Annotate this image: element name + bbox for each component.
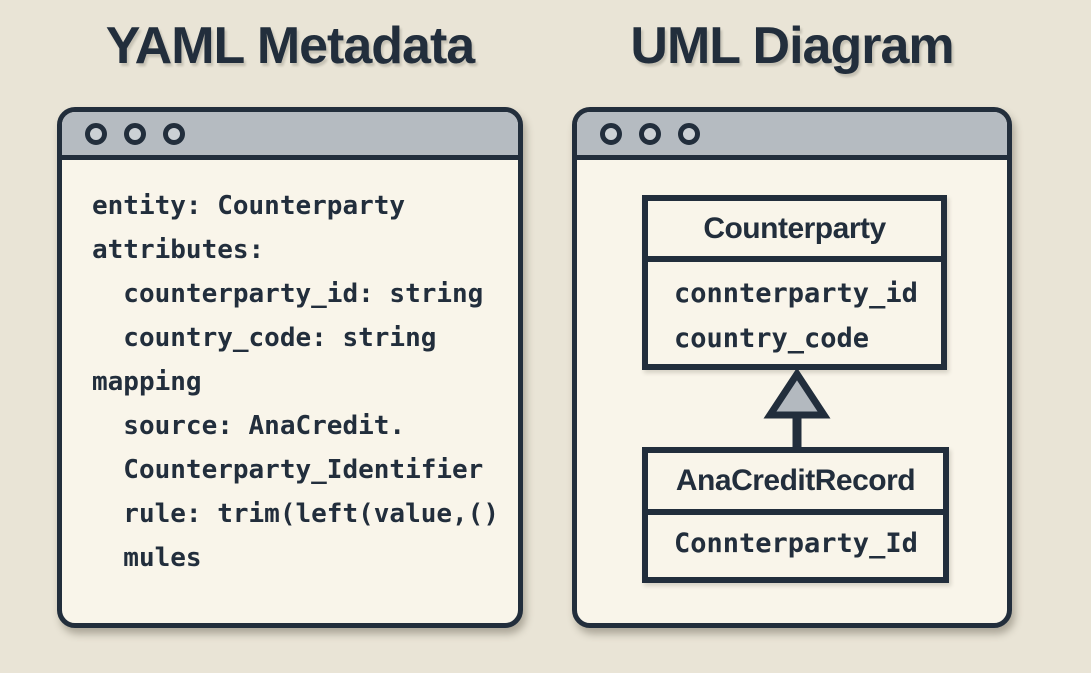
uml-panel-title: UML Diagram xyxy=(630,17,954,75)
uml-class-name: AnaCreditRecord xyxy=(648,453,943,515)
window-dot-icon xyxy=(163,122,185,145)
code-line: attributes: xyxy=(92,235,265,265)
uml-attribute-list: Connterparty_Id xyxy=(648,515,943,571)
code-line: entity: Counterparty xyxy=(92,191,406,221)
uml-attribute-list: connterparty_id country_code xyxy=(648,262,941,361)
uml-window-titlebar xyxy=(577,112,1007,160)
window-dot-icon xyxy=(600,122,622,145)
code-line: rule: trim(left(value,() xyxy=(92,499,499,529)
code-line: country_code: string xyxy=(92,323,437,353)
inheritance-arrow-icon xyxy=(763,370,831,449)
code-line: mapping xyxy=(92,367,202,397)
yaml-code-block: entity: Counterparty attributes: counter… xyxy=(62,160,518,580)
uml-class-counterparty: Counterparty connterparty_id country_cod… xyxy=(642,195,947,370)
code-line: mules xyxy=(92,543,202,573)
yaml-window: entity: Counterparty attributes: counter… xyxy=(57,107,523,628)
code-line: Counterparty_Identifier xyxy=(92,455,484,485)
uml-class-anacreditrecord: AnaCreditRecord Connterparty_Id xyxy=(642,447,949,583)
uml-attribute: Connterparty_Id xyxy=(674,527,918,559)
window-dot-icon xyxy=(639,122,661,145)
code-line: source: AnaCredit. xyxy=(92,411,406,441)
window-dot-icon xyxy=(678,122,700,145)
uml-canvas: Counterparty connterparty_id country_cod… xyxy=(577,160,1007,618)
yaml-panel-title: YAML Metadata xyxy=(105,17,475,75)
uml-attribute: connterparty_id xyxy=(674,278,918,309)
uml-window: Counterparty connterparty_id country_cod… xyxy=(572,107,1012,628)
uml-class-name: Counterparty xyxy=(648,201,941,262)
window-dot-icon xyxy=(85,122,107,145)
uml-attribute: country_code xyxy=(674,323,870,354)
window-dot-icon xyxy=(124,122,146,145)
yaml-window-titlebar xyxy=(62,112,518,160)
code-line: counterparty_id: string xyxy=(92,279,484,309)
